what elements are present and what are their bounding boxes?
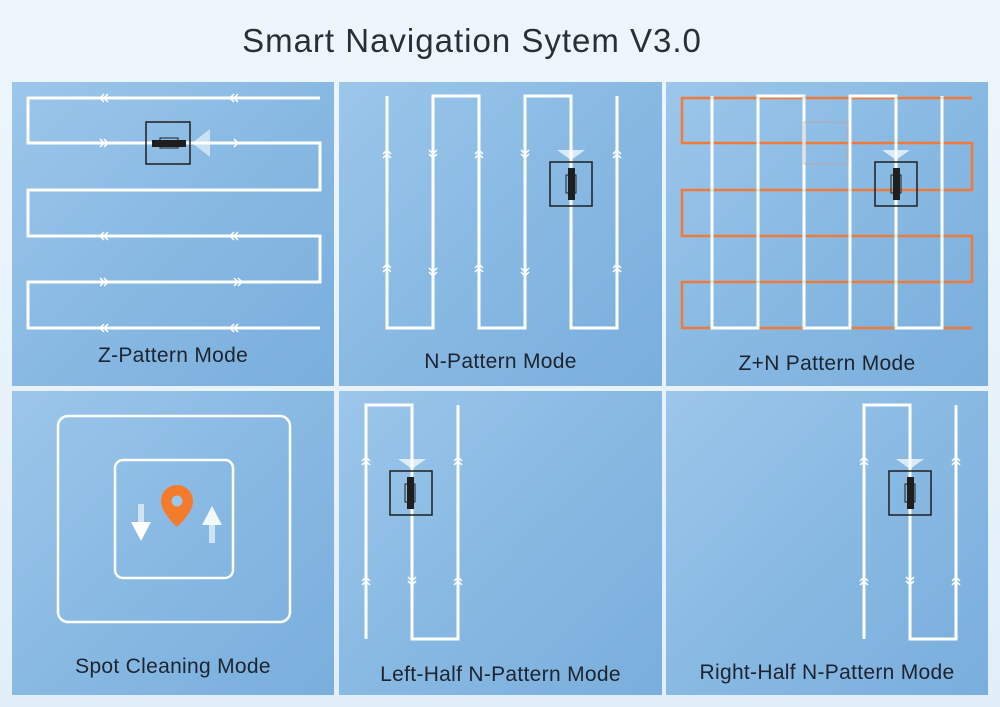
location-pin-icon <box>161 485 193 527</box>
mode-card-z-n-pattern[interactable]: Z+N Pattern Mode <box>666 82 988 386</box>
mode-label: Left-Half N-Pattern Mode <box>380 663 621 686</box>
mode-card-n-pattern[interactable]: N-Pattern Mode <box>339 82 662 386</box>
n-path-icon <box>859 403 961 641</box>
n-path-icon <box>361 403 463 641</box>
robot-icon <box>888 459 932 516</box>
robot-icon <box>549 150 593 207</box>
arrow-up-icon <box>202 506 222 543</box>
mode-label: Spot Cleaning Mode <box>75 655 271 678</box>
mode-card-right-half[interactable]: Right-Half N-Pattern Mode <box>666 391 988 695</box>
mode-card-z-pattern[interactable]: Z-Pattern Mode <box>12 82 334 386</box>
robot-icon <box>803 121 918 207</box>
arrow-down-icon <box>131 504 151 541</box>
robot-icon <box>389 459 433 516</box>
zigzag-path-icon <box>26 93 322 333</box>
mode-label: Z+N Pattern Mode <box>738 352 916 375</box>
grid-path-icon <box>680 94 974 330</box>
page-title: Smart Navigation Sytem V3.0 <box>242 22 702 59</box>
spot-cleaning-icon <box>56 414 292 624</box>
mode-label: Z-Pattern Mode <box>97 344 249 367</box>
n-path-icon <box>382 94 622 330</box>
mode-card-spot-cleaning[interactable]: Spot Cleaning Mode <box>12 391 334 695</box>
mode-card-left-half[interactable]: Left-Half N-Pattern Mode <box>339 391 662 695</box>
robot-icon <box>145 121 210 165</box>
mode-label: Right-Half N-Pattern Mode <box>699 661 955 684</box>
mode-label: N-Pattern Mode <box>424 350 577 373</box>
